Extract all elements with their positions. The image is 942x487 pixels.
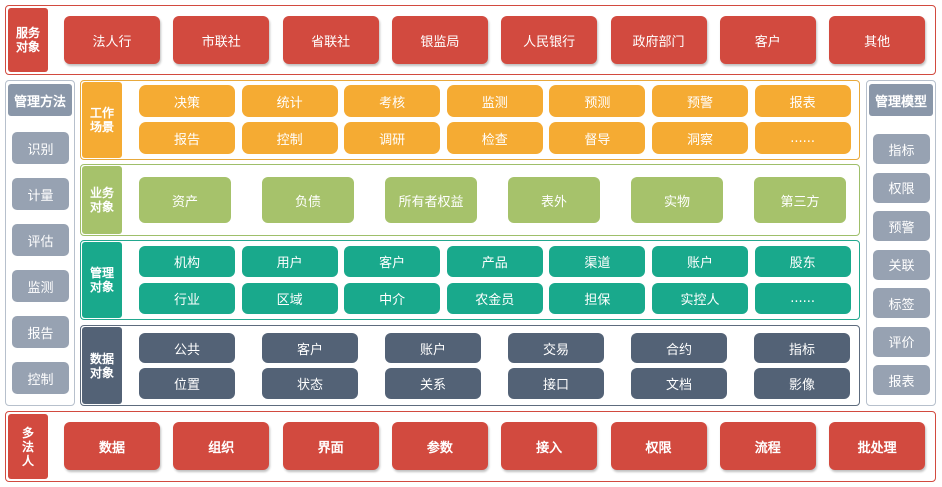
- work-item-r1-6[interactable]: 报表: [754, 85, 851, 117]
- method-item-5[interactable]: 控制: [12, 362, 69, 394]
- service-item-5[interactable]: 政府部门: [610, 16, 707, 64]
- mgmt-panel: [80, 240, 860, 320]
- mgmt-label: 管理对象: [82, 242, 122, 318]
- work-item-r1-0[interactable]: 决策: [139, 85, 235, 117]
- data-item-r2-3[interactable]: 接口: [508, 368, 604, 399]
- multi-item-7[interactable]: 批处理: [829, 422, 926, 470]
- mgmt-item-r2-6[interactable]: ......: [754, 283, 851, 314]
- mgmt-item-r1-6[interactable]: 股东: [754, 246, 851, 277]
- service-item-0[interactable]: 法人行: [64, 16, 160, 64]
- mgmt-item-r2-3[interactable]: 农金员: [446, 283, 543, 314]
- work-label: 工作场景: [82, 82, 122, 158]
- data-item-r1-0[interactable]: 公共: [139, 333, 235, 363]
- multi-item-2[interactable]: 界面: [282, 422, 379, 470]
- multi-item-5[interactable]: 权限: [610, 422, 707, 470]
- multi-label: 多法人: [8, 414, 48, 479]
- mgmt-item-r1-1[interactable]: 用户: [241, 246, 338, 277]
- model-item-0[interactable]: 指标: [873, 134, 930, 164]
- method-item-4[interactable]: 报告: [12, 316, 69, 348]
- method-item-3[interactable]: 监测: [12, 270, 69, 302]
- data-panel: [80, 325, 860, 406]
- work-item-r1-1[interactable]: 统计: [241, 85, 338, 117]
- mgmt-item-r2-1[interactable]: 区域: [241, 283, 338, 314]
- data-item-r1-2[interactable]: 账户: [385, 333, 481, 363]
- data-item-r1-5[interactable]: 指标: [754, 333, 850, 363]
- work-item-r2-2[interactable]: 调研: [344, 122, 441, 154]
- multi-panel: [5, 411, 936, 482]
- model-item-1[interactable]: 权限: [873, 172, 930, 203]
- method-item-0[interactable]: 识别: [12, 132, 69, 164]
- work-item-r2-5[interactable]: 洞察: [652, 122, 748, 154]
- service-item-7[interactable]: 其他: [829, 16, 926, 64]
- data-item-r2-0[interactable]: 位置: [139, 368, 235, 399]
- mgmt-item-r2-4[interactable]: 担保: [549, 283, 646, 314]
- data-item-r2-2[interactable]: 关系: [385, 368, 481, 399]
- model-item-6[interactable]: 报表: [873, 365, 930, 395]
- work-item-r2-4[interactable]: 督导: [549, 122, 646, 154]
- data-item-r2-5[interactable]: 影像: [754, 368, 850, 399]
- multi-item-3[interactable]: 参数: [391, 422, 488, 470]
- business-item-5[interactable]: 第三方: [754, 177, 846, 223]
- work-item-r1-3[interactable]: 监测: [446, 85, 543, 117]
- mgmt-item-r1-3[interactable]: 产品: [446, 246, 543, 277]
- model-item-2[interactable]: 预警: [873, 211, 930, 241]
- work-item-r1-4[interactable]: 预测: [549, 85, 646, 117]
- method-item-1[interactable]: 计量: [12, 178, 69, 210]
- business-panel: [80, 164, 860, 236]
- mgmt-item-r2-5[interactable]: 实控人: [652, 283, 748, 314]
- work-item-r2-6[interactable]: ......: [754, 122, 851, 154]
- work-item-r1-5[interactable]: 预警: [652, 85, 748, 117]
- business-item-0[interactable]: 资产: [139, 177, 231, 223]
- multi-item-1[interactable]: 组织: [173, 422, 270, 470]
- data-item-r1-3[interactable]: 交易: [508, 333, 604, 363]
- mgmt-item-r2-2[interactable]: 中介: [344, 283, 441, 314]
- model-header: 管理模型: [869, 84, 933, 116]
- work-panel: [80, 80, 860, 160]
- service-item-3[interactable]: 银监局: [391, 16, 488, 64]
- service-label: 服务对象: [8, 8, 48, 72]
- service-panel: [5, 5, 936, 75]
- model-item-5[interactable]: 评价: [873, 326, 930, 357]
- multi-item-4[interactable]: 接入: [501, 422, 598, 470]
- multi-item-6[interactable]: 流程: [719, 422, 816, 470]
- work-item-r2-3[interactable]: 检查: [446, 122, 543, 154]
- work-item-r2-0[interactable]: 报告: [139, 122, 235, 154]
- mgmt-item-r1-5[interactable]: 账户: [652, 246, 748, 277]
- work-item-r1-2[interactable]: 考核: [344, 85, 441, 117]
- data-label: 数据对象: [82, 327, 122, 404]
- mgmt-item-r1-0[interactable]: 机构: [139, 246, 235, 277]
- model-item-4[interactable]: 标签: [873, 288, 930, 318]
- business-item-3[interactable]: 表外: [508, 177, 600, 223]
- work-item-r2-1[interactable]: 控制: [241, 122, 338, 154]
- business-item-2[interactable]: 所有者权益: [385, 177, 477, 223]
- multi-item-0[interactable]: 数据: [64, 422, 160, 470]
- data-item-r2-4[interactable]: 文档: [631, 368, 727, 399]
- mgmt-item-r1-2[interactable]: 客户: [344, 246, 441, 277]
- service-item-1[interactable]: 市联社: [173, 16, 270, 64]
- data-item-r1-1[interactable]: 客户: [262, 333, 358, 363]
- business-item-4[interactable]: 实物: [631, 177, 723, 223]
- mgmt-item-r2-0[interactable]: 行业: [139, 283, 235, 314]
- mgmt-item-r1-4[interactable]: 渠道: [549, 246, 646, 277]
- business-label: 业务对象: [82, 166, 122, 234]
- data-item-r2-1[interactable]: 状态: [262, 368, 358, 399]
- model-item-3[interactable]: 关联: [873, 249, 930, 280]
- method-panel: [5, 80, 75, 406]
- method-header: 管理方法: [8, 84, 72, 116]
- data-item-r1-4[interactable]: 合约: [631, 333, 727, 363]
- service-item-2[interactable]: 省联社: [282, 16, 379, 64]
- business-item-1[interactable]: 负债: [262, 177, 354, 223]
- model-panel: [866, 80, 936, 406]
- method-item-2[interactable]: 评估: [12, 224, 69, 256]
- service-item-4[interactable]: 人民银行: [501, 16, 598, 64]
- service-item-6[interactable]: 客户: [719, 16, 816, 64]
